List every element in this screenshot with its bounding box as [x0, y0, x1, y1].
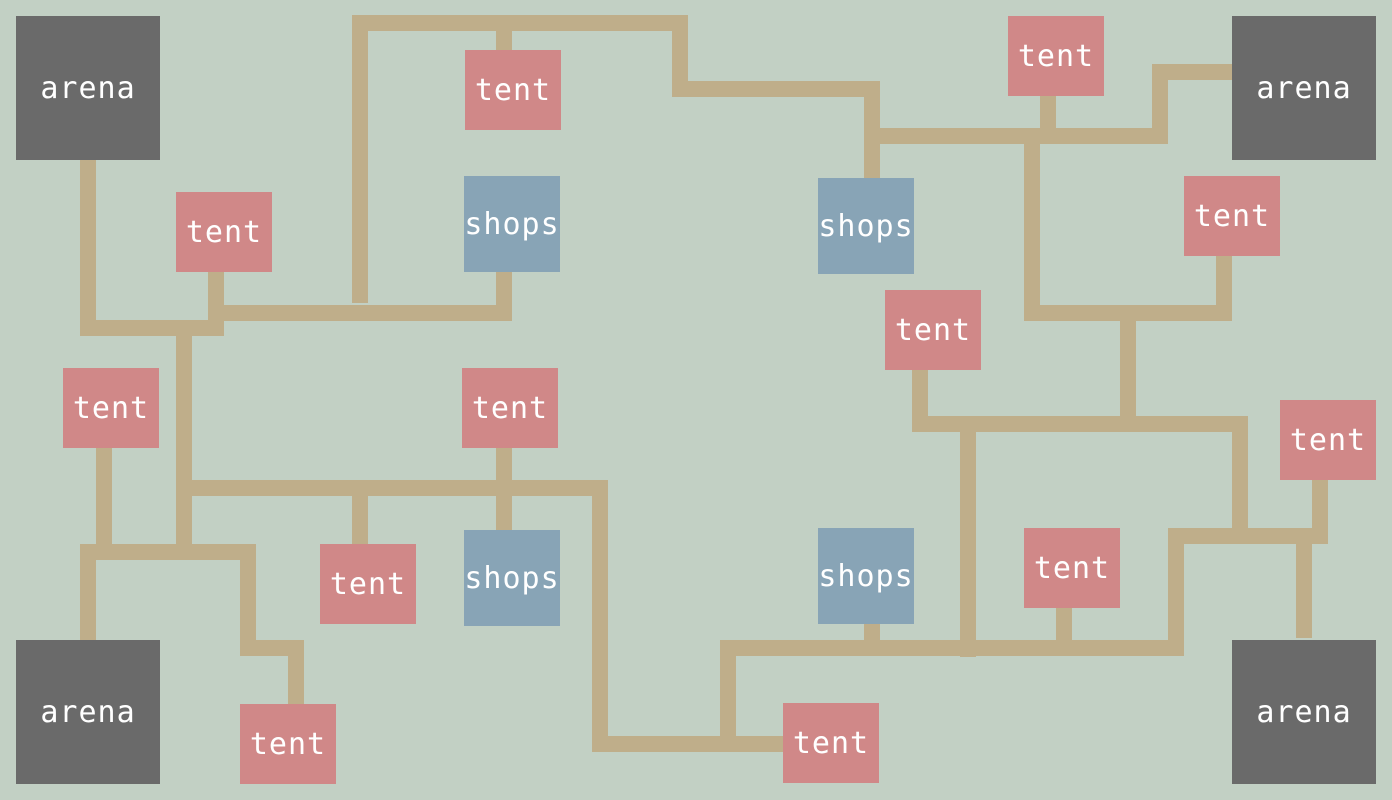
path	[352, 480, 368, 546]
path	[1168, 528, 1328, 544]
path	[1024, 128, 1040, 321]
shops-4[interactable]: shops	[818, 528, 914, 624]
path	[864, 620, 880, 642]
path	[96, 446, 112, 546]
tent-12[interactable]: tent	[783, 703, 879, 783]
tent-4[interactable]: tent	[1184, 176, 1280, 256]
path	[672, 81, 880, 97]
tent-11[interactable]: tent	[240, 704, 336, 784]
path	[1040, 305, 1232, 321]
arena-top-left[interactable]: arena	[16, 16, 160, 160]
path	[592, 736, 784, 752]
path	[720, 640, 736, 736]
path	[1168, 528, 1184, 656]
path	[208, 270, 224, 336]
shops-2[interactable]: shops	[818, 178, 914, 274]
path	[960, 416, 976, 657]
path	[80, 544, 256, 560]
path	[1056, 606, 1072, 646]
path	[592, 480, 608, 752]
path	[1152, 64, 1168, 144]
tent-8[interactable]: tent	[1280, 400, 1376, 480]
path	[352, 15, 368, 303]
path	[176, 320, 192, 546]
path	[240, 544, 256, 656]
path	[496, 15, 512, 51]
path	[80, 320, 224, 336]
tent-9[interactable]: tent	[320, 544, 416, 624]
tent-5[interactable]: tent	[885, 290, 981, 370]
tent-2[interactable]: tent	[1008, 16, 1104, 96]
path	[496, 270, 512, 321]
path	[80, 544, 96, 640]
tent-3[interactable]: tent	[176, 192, 272, 272]
path	[224, 305, 512, 321]
arena-bottom-left[interactable]: arena	[16, 640, 160, 784]
path	[80, 158, 96, 336]
path	[912, 416, 1248, 432]
path	[1120, 305, 1136, 422]
path	[1040, 94, 1056, 134]
tent-6[interactable]: tent	[63, 368, 159, 448]
path	[1232, 416, 1248, 544]
arena-bottom-right[interactable]: arena	[1232, 640, 1376, 784]
tent-7[interactable]: tent	[462, 368, 558, 448]
path	[352, 15, 688, 31]
path	[1312, 478, 1328, 544]
shops-3[interactable]: shops	[464, 530, 560, 626]
path	[288, 640, 304, 706]
path	[496, 446, 512, 530]
path	[672, 15, 688, 97]
path	[1152, 64, 1232, 80]
arena-top-right[interactable]: arena	[1232, 16, 1376, 160]
tent-1[interactable]: tent	[465, 50, 561, 130]
path	[176, 480, 608, 496]
shops-1[interactable]: shops	[464, 176, 560, 272]
path	[720, 640, 1184, 656]
path	[864, 128, 1168, 144]
tent-10[interactable]: tent	[1024, 528, 1120, 608]
path	[1296, 528, 1312, 638]
path	[1216, 254, 1232, 321]
